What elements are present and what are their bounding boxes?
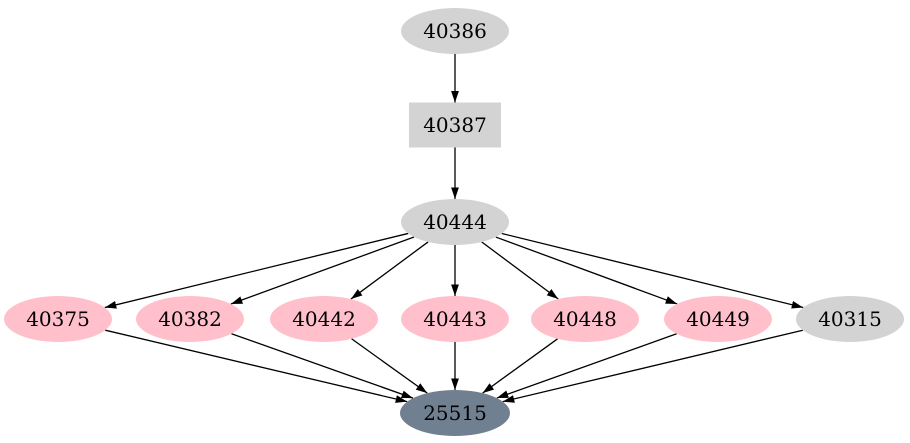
box-node-shape <box>409 102 501 148</box>
node-40442: 40442 <box>270 296 378 342</box>
edge-40444-40448 <box>481 241 559 300</box>
node-label-40386: 40386 <box>423 19 487 43</box>
node-label-40449: 40449 <box>686 307 750 331</box>
ellipse-node-shape <box>270 296 378 342</box>
node-40449: 40449 <box>664 296 772 342</box>
edge-40444-40375 <box>104 232 409 309</box>
ellipse-node-shape <box>4 296 112 342</box>
node-label-40444: 40444 <box>423 210 487 234</box>
node-40387: 40387 <box>409 102 501 148</box>
node-40448: 40448 <box>531 296 639 342</box>
node-25515: 25515 <box>400 390 510 436</box>
ellipse-node-shape <box>796 296 904 342</box>
node-label-40315: 40315 <box>818 307 882 331</box>
ellipse-node-shape <box>136 296 244 342</box>
ellipse-node-shape <box>401 296 509 342</box>
node-40443: 40443 <box>401 296 509 342</box>
ellipse-node-shape <box>531 296 639 342</box>
edge-40444-40315 <box>501 232 804 309</box>
node-label-40448: 40448 <box>553 307 617 331</box>
node-label-40375: 40375 <box>26 307 90 331</box>
node-label-40443: 40443 <box>423 307 487 331</box>
ellipse-node-shape <box>401 199 509 245</box>
node-label-40442: 40442 <box>292 307 356 331</box>
edge-40444-40442 <box>350 241 429 300</box>
edge-40442-25515 <box>351 338 428 394</box>
node-label-40387: 40387 <box>423 113 487 137</box>
node-label-25515: 25515 <box>423 401 487 425</box>
node-40315: 40315 <box>796 296 904 342</box>
edge-40382-25515 <box>231 333 414 399</box>
edge-40449-25515 <box>496 333 677 399</box>
edge-40375-25515 <box>105 329 408 403</box>
ellipse-node-shape <box>664 296 772 342</box>
node-40375: 40375 <box>4 296 112 342</box>
edge-40444-40382 <box>230 236 415 305</box>
node-40386: 40386 <box>401 8 509 54</box>
edge-40444-40449 <box>495 236 678 305</box>
ellipse-node-shape <box>400 390 510 436</box>
edge-40315-25515 <box>502 329 804 403</box>
node-label-40382: 40382 <box>158 307 222 331</box>
node-40444: 40444 <box>401 199 509 245</box>
edge-40448-25515 <box>482 338 558 394</box>
ellipse-node-shape <box>401 8 509 54</box>
node-40382: 40382 <box>136 296 244 342</box>
